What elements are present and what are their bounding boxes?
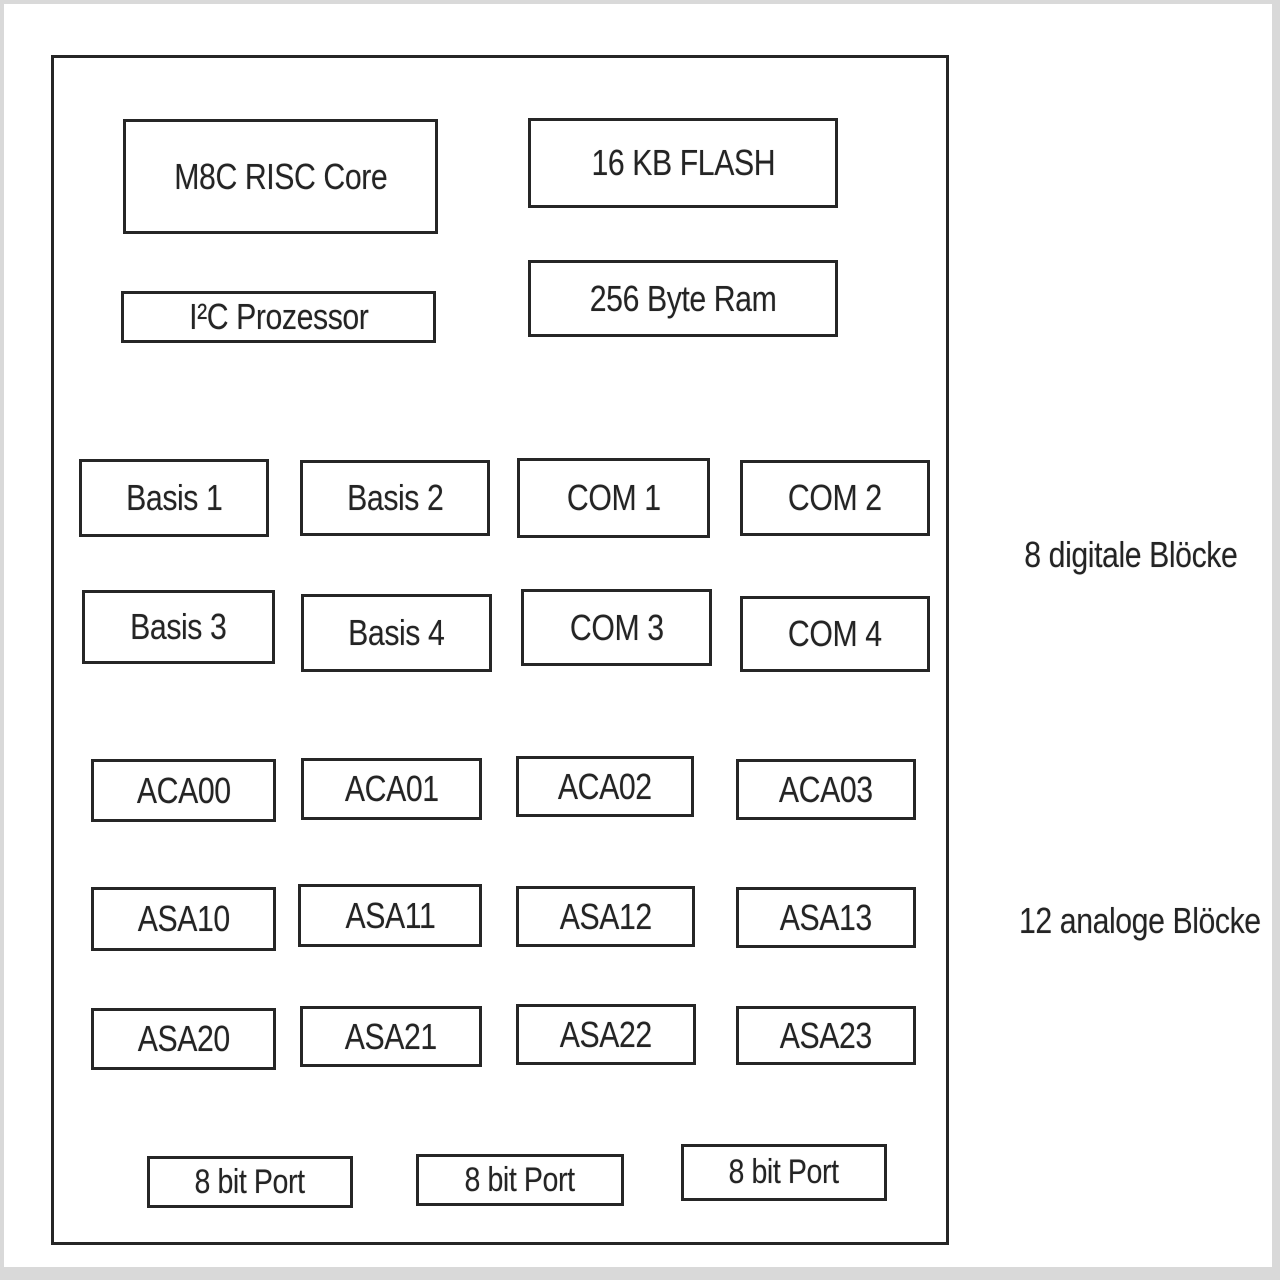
block-asa21-label: ASA21 — [344, 1015, 438, 1057]
block-asa23: ASA23 — [736, 1006, 916, 1065]
block-aca01: ACA01 — [301, 758, 482, 820]
block-asa11: ASA11 — [298, 884, 482, 947]
block-8bit-port-2: 8 bit Port — [416, 1154, 624, 1206]
annotation-digital-blocks-label: 8 digitale Blöcke — [1024, 534, 1238, 575]
block-8bit-port-3: 8 bit Port — [681, 1144, 887, 1201]
block-aca03: ACA03 — [736, 759, 916, 820]
block-basis-1: Basis 1 — [79, 459, 269, 537]
block-asa23-label: ASA23 — [779, 1014, 873, 1056]
block-asa12: ASA12 — [516, 886, 695, 947]
block-basis-3: Basis 3 — [82, 590, 275, 664]
block-asa13-label: ASA13 — [779, 896, 873, 938]
block-asa10-label: ASA10 — [137, 898, 230, 939]
block-com-1: COM 1 — [517, 458, 710, 538]
block-256-byte-ram: 256 Byte Ram — [528, 260, 838, 337]
block-basis-4: Basis 4 — [301, 594, 492, 672]
block-basis-2: Basis 2 — [300, 460, 490, 536]
block-basis-1-label: Basis 1 — [125, 477, 223, 518]
annotation-digital-blocks: 8 digitale Blöcke — [1004, 534, 1254, 576]
block-asa11-label: ASA11 — [345, 894, 435, 936]
block-asa12-label: ASA12 — [559, 895, 652, 937]
block-m8c-risc-core: M8C RISC Core — [123, 119, 438, 234]
block-com-2: COM 2 — [740, 460, 930, 536]
diagram-canvas: M8C RISC Core 16 KB FLASH I²C Prozessor … — [4, 4, 1272, 1267]
block-asa21: ASA21 — [300, 1006, 482, 1067]
block-8bit-port-1-label: 8 bit Port — [194, 1162, 306, 1201]
block-16kb-flash-label: 16 KB FLASH — [591, 142, 775, 183]
block-8bit-port-1: 8 bit Port — [147, 1156, 353, 1208]
block-basis-2-label: Basis 2 — [346, 477, 444, 518]
block-i2c-prozessor: I²C Prozessor — [121, 291, 436, 343]
block-basis-4-label: Basis 4 — [348, 612, 445, 653]
block-m8c-risc-core-label: M8C RISC Core — [174, 155, 387, 197]
block-8bit-port-3-label: 8 bit Port — [728, 1153, 840, 1191]
block-256-byte-ram-label: 256 Byte Ram — [589, 277, 777, 319]
block-asa20: ASA20 — [91, 1008, 276, 1070]
block-asa13: ASA13 — [736, 887, 916, 948]
block-aca00: ACA00 — [91, 759, 276, 822]
annotation-analog-blocks-label: 12 analoge Blöcke — [1019, 900, 1261, 941]
block-aca01-label: ACA01 — [344, 768, 439, 809]
block-asa20-label: ASA20 — [137, 1018, 230, 1059]
block-com-3-label: COM 3 — [569, 606, 664, 648]
block-8bit-port-2-label: 8 bit Port — [464, 1160, 576, 1199]
block-com-3: COM 3 — [521, 589, 712, 666]
block-asa22: ASA22 — [516, 1004, 696, 1065]
block-aca03-label: ACA03 — [779, 768, 873, 810]
block-aca02: ACA02 — [516, 756, 694, 817]
block-aca02-label: ACA02 — [558, 765, 652, 807]
block-i2c-prozessor-label: I²C Prozessor — [188, 296, 369, 337]
block-asa22-label: ASA22 — [559, 1013, 653, 1055]
block-16kb-flash: 16 KB FLASH — [528, 118, 838, 208]
block-com-2-label: COM 2 — [788, 477, 882, 518]
block-com-4-label: COM 4 — [788, 613, 882, 654]
block-aca00-label: ACA00 — [136, 769, 231, 811]
annotation-analog-blocks: 12 analoge Blöcke — [996, 900, 1262, 942]
block-com-4: COM 4 — [740, 596, 930, 672]
block-asa10: ASA10 — [91, 887, 276, 951]
block-com-1-label: COM 1 — [566, 477, 661, 518]
block-basis-3-label: Basis 3 — [130, 606, 227, 647]
